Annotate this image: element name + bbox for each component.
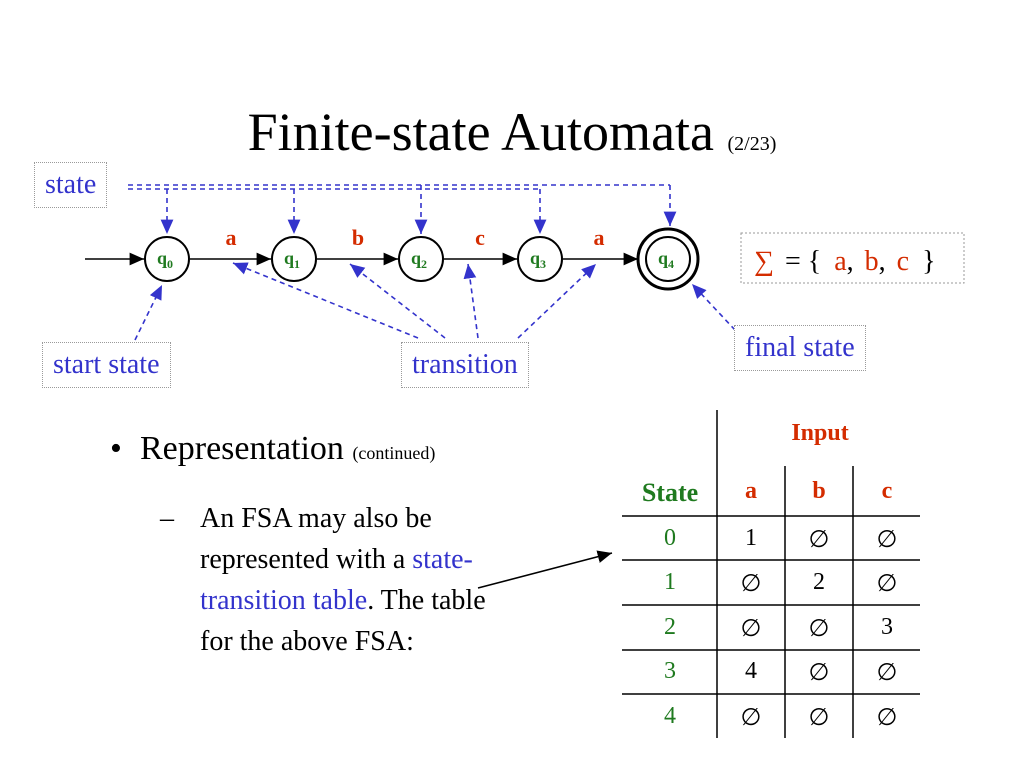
table-cell: ∅ xyxy=(876,571,898,597)
final-state-callout: final state xyxy=(734,325,866,371)
transition-label-b: b xyxy=(352,225,364,250)
bullet-marker: • xyxy=(110,430,122,467)
transition-label-c: c xyxy=(475,225,485,250)
bullet-note: (continued) xyxy=(352,443,436,463)
start-state-pointer xyxy=(134,284,163,341)
slide-counter: (2/23) xyxy=(727,133,777,155)
state-label-q4: q4 xyxy=(658,248,674,271)
table-col-b: b xyxy=(812,478,826,504)
table-cell: ∅ xyxy=(740,705,762,731)
table-cell: 2 xyxy=(813,569,825,595)
state-q1 xyxy=(271,236,317,282)
subbullet-highlight: state-transition table xyxy=(200,544,473,616)
transition-callout: transition xyxy=(401,342,529,388)
subbullet-text-after: . The table for the above FSA: xyxy=(200,585,486,657)
bullet-text: Representation xyxy=(140,430,344,467)
state-label-q2: q2 xyxy=(411,248,427,271)
state-q4-inner xyxy=(645,236,691,282)
table-cell: ∅ xyxy=(808,527,830,553)
table-cell: 4 xyxy=(745,658,757,684)
table-row-state: 1 xyxy=(664,569,676,595)
table-pointer-arrow xyxy=(477,550,613,589)
slide-title: Finite-state Automata (2/23) xyxy=(0,100,1024,176)
table-header-state: State xyxy=(641,478,699,507)
state-label-q3: q3 xyxy=(530,248,546,271)
state-callout: state xyxy=(34,162,108,208)
start-state-callout: start state xyxy=(42,342,171,388)
table-cell: ∅ xyxy=(876,660,898,686)
table-cell: ∅ xyxy=(876,527,898,553)
table-header-input: Input xyxy=(791,420,849,446)
state-q2 xyxy=(398,236,444,282)
table-cell: ∅ xyxy=(740,616,762,642)
state-pointer-lines xyxy=(128,184,677,234)
table-cell: ∅ xyxy=(808,660,830,686)
subbullet-text-before: An FSA may also be represented with a xyxy=(200,503,432,575)
transition-label-a1: a xyxy=(226,225,237,250)
table-row-state: 2 xyxy=(664,614,676,640)
table-cell: 1 xyxy=(745,525,757,551)
transition-pointers xyxy=(232,262,597,339)
states xyxy=(144,227,700,291)
transition-label-a2: a xyxy=(594,225,605,250)
final-state-pointer xyxy=(691,283,736,331)
subbullet-text: An FSA may also be represented with a st… xyxy=(200,498,500,662)
state-q3 xyxy=(517,236,563,282)
subbullet-dash: – xyxy=(160,503,174,534)
table-row-state: 0 xyxy=(664,525,676,551)
table-cell: ∅ xyxy=(808,705,830,731)
table-col-c: c xyxy=(881,478,893,504)
state-label-q0: q0 xyxy=(157,248,173,271)
alphabet-definition: ∑ = { a, b, c } xyxy=(754,246,936,277)
alphabet-box xyxy=(740,232,965,284)
title-text: Finite-state Automata xyxy=(247,102,715,162)
table-cell: 3 xyxy=(881,614,893,640)
state-q0 xyxy=(144,236,190,282)
table-cell: ∅ xyxy=(808,616,830,642)
table-cell: ∅ xyxy=(876,705,898,731)
table-grid xyxy=(622,410,920,738)
state-label-q1: q1 xyxy=(284,248,300,271)
table-row-state: 3 xyxy=(664,658,676,684)
bullet-representation: • Representation (continued) xyxy=(110,430,435,468)
table-row-state: 4 xyxy=(664,703,676,729)
table-col-a: a xyxy=(745,478,757,504)
table-cell: ∅ xyxy=(740,571,762,597)
